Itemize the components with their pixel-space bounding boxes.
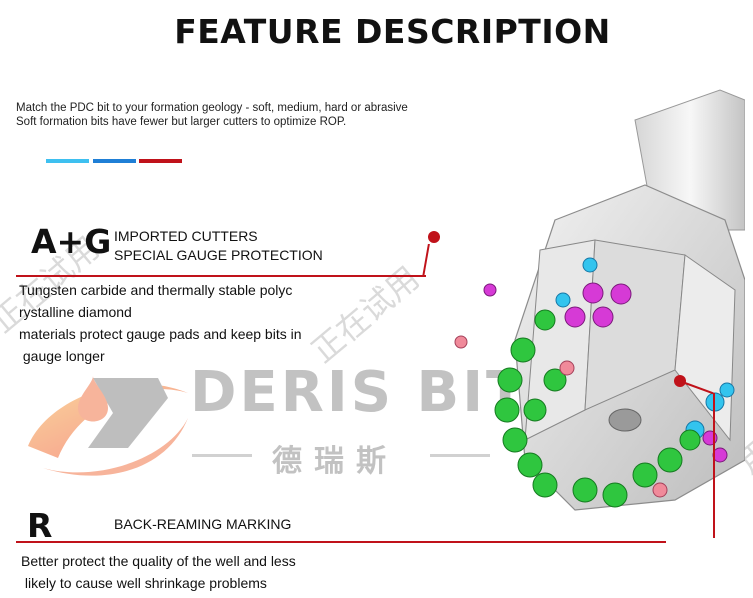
feature-leader-ag bbox=[422, 244, 430, 277]
accent-bar-blue bbox=[93, 159, 136, 163]
pdc-bit-illustration bbox=[454, 89, 745, 511]
callout-dot-r bbox=[674, 375, 686, 387]
feature-desc-line: rystalline diamond bbox=[19, 304, 132, 320]
feature-title-r: BACK-REAMING MARKING bbox=[114, 516, 292, 532]
intro-text: Match the PDC bit to your formation geol… bbox=[16, 101, 408, 129]
feature-desc-line: likely to cause well shrinkage problems bbox=[21, 575, 267, 591]
page-title: FEATURE DESCRIPTION bbox=[174, 12, 611, 51]
accent-bar-cyan bbox=[46, 159, 89, 163]
feature-desc-r: Better protect the quality of the well a… bbox=[21, 550, 296, 594]
brand-name: DERIS BIT bbox=[190, 360, 528, 425]
intro-line-1: Match the PDC bit to your formation geol… bbox=[16, 102, 408, 114]
feature-title-ag: IMPORTED CUTTERS SPECIAL GAUGE PROTECTIO… bbox=[114, 227, 323, 265]
feature-leader-r-vertical bbox=[713, 393, 715, 538]
feature-title-line-1: IMPORTED CUTTERS bbox=[114, 228, 258, 244]
feature-desc-line: Better protect the quality of the well a… bbox=[21, 553, 296, 569]
brand-logo-icon bbox=[28, 376, 188, 476]
intro-line-2: Soft formation bits have fewer but large… bbox=[16, 116, 347, 128]
feature-desc-line: materials protect gauge pads and keep bi… bbox=[19, 326, 302, 342]
accent-bar-red bbox=[139, 159, 182, 163]
feature-code-r: R bbox=[27, 506, 53, 545]
brand-name-cn: 德瑞斯 bbox=[272, 444, 398, 479]
feature-divider-r bbox=[16, 541, 666, 543]
callout-dot-ag bbox=[428, 231, 440, 243]
brand-watermark bbox=[28, 376, 188, 476]
feature-desc-line: Tungsten carbide and thermally stable po… bbox=[19, 282, 293, 298]
feature-desc-ag: Tungsten carbide and thermally stable po… bbox=[19, 279, 302, 367]
brand-line-right bbox=[430, 454, 490, 457]
feature-divider-ag bbox=[16, 275, 426, 277]
feature-desc-line: gauge longer bbox=[19, 348, 105, 364]
brand-line-left bbox=[192, 454, 252, 457]
feature-code-ag: A+G bbox=[31, 222, 112, 261]
feature-title-line-2: SPECIAL GAUGE PROTECTION bbox=[114, 247, 323, 263]
